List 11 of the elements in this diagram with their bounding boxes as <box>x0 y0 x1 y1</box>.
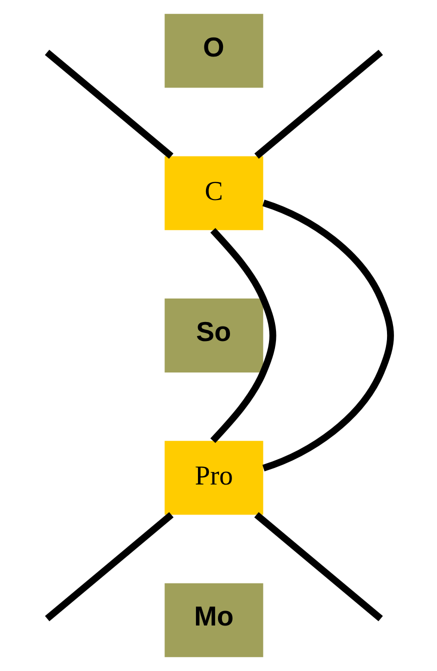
connector <box>44 50 174 159</box>
connector <box>44 512 174 622</box>
node-box: Mo <box>164 583 264 658</box>
node-box: So <box>164 298 264 372</box>
node-box: C <box>164 156 264 230</box>
connector <box>254 50 383 159</box>
connector <box>254 512 383 622</box>
node-box: Pro <box>164 440 264 515</box>
node-box: O <box>164 14 264 88</box>
connector <box>210 228 276 444</box>
connector <box>262 200 394 472</box>
